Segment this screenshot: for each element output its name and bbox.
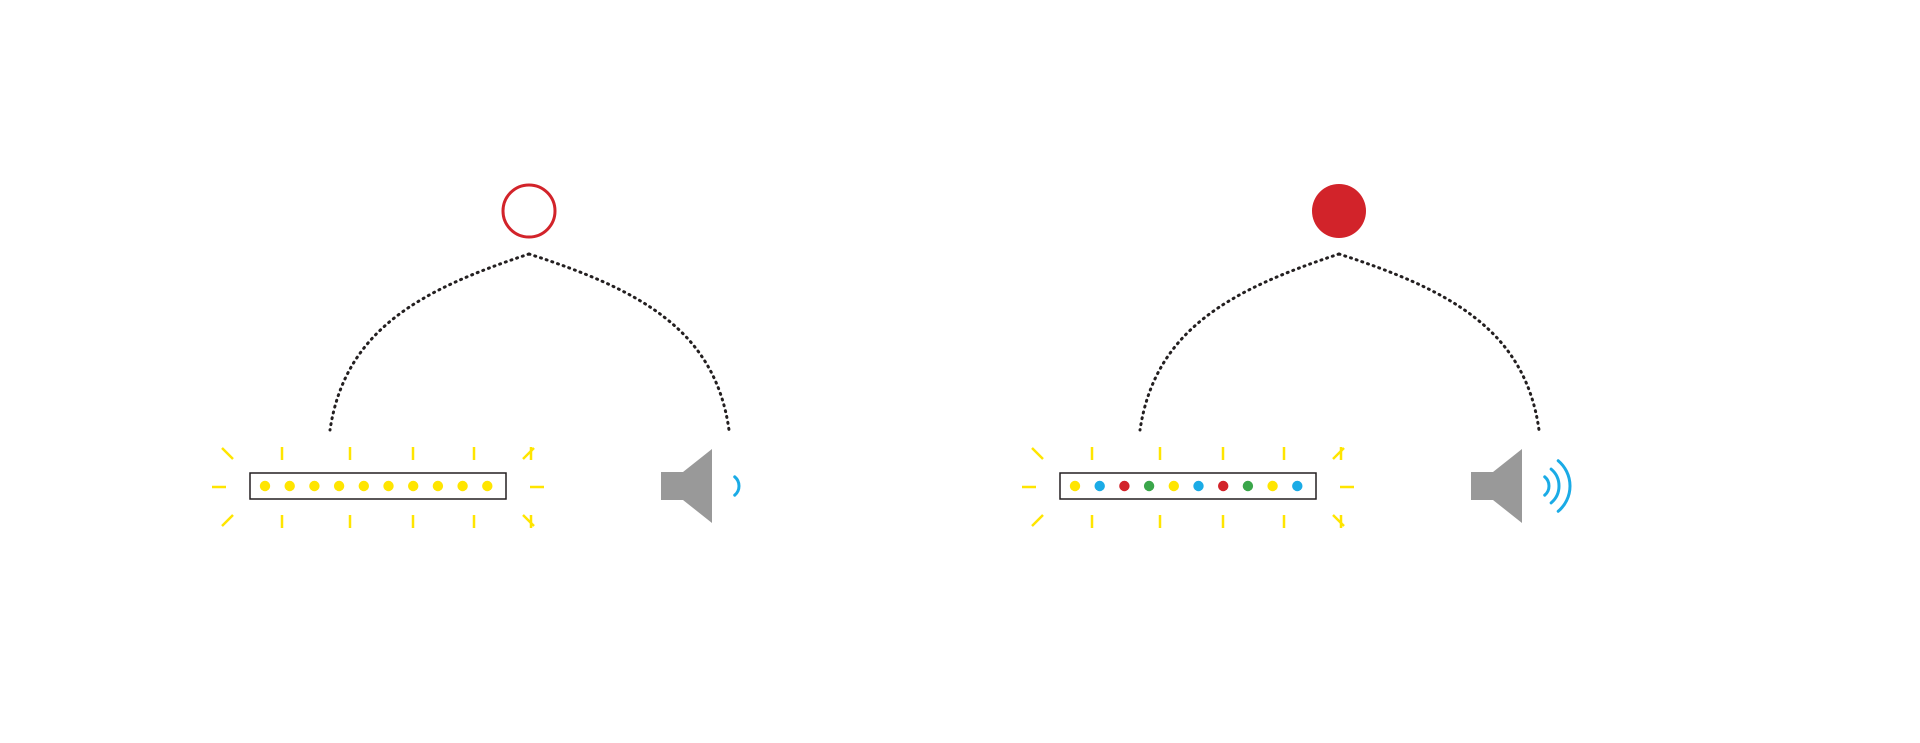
panel-off — [212, 183, 741, 528]
led-yellow — [482, 480, 493, 492]
glow-ray — [522, 447, 535, 460]
led-blue — [1094, 480, 1105, 492]
glow-ray — [1031, 514, 1044, 527]
glow-ray — [1332, 514, 1345, 527]
led-yellow — [284, 480, 295, 492]
led-red — [1218, 480, 1229, 492]
speaker-icon — [661, 449, 712, 523]
led-yellow — [333, 480, 345, 492]
connector-to-light-bar — [328, 252, 531, 432]
led-yellow — [358, 480, 369, 492]
led-blue — [1193, 480, 1204, 492]
led-yellow — [1168, 480, 1179, 492]
led-green — [1143, 480, 1155, 492]
connector-to-speaker — [527, 252, 731, 432]
led-yellow — [259, 480, 271, 492]
sound-wave-icon — [733, 475, 741, 497]
glow-ray — [522, 514, 535, 527]
sound-wave-icon — [1556, 459, 1572, 513]
sound-wave-icon — [1543, 475, 1551, 497]
led-yellow — [408, 480, 419, 492]
glow-ray — [221, 514, 234, 527]
led-red — [1119, 480, 1130, 492]
speaker-icon — [1471, 449, 1522, 523]
led-green — [1242, 480, 1254, 492]
led-yellow — [383, 480, 394, 492]
button-circle-filled-icon[interactable] — [1312, 184, 1366, 238]
led-yellow — [432, 480, 444, 492]
glow-ray — [221, 447, 234, 460]
connector-to-speaker — [1337, 252, 1541, 432]
panel-on — [1022, 184, 1572, 528]
light-bar-glow — [212, 447, 544, 528]
light-bar-glow — [1022, 447, 1354, 528]
led-yellow — [457, 480, 468, 492]
led-blue — [1292, 480, 1303, 492]
led-yellow — [309, 480, 320, 492]
sound-wave-icon — [1549, 467, 1561, 505]
glow-ray — [1332, 447, 1345, 460]
led-yellow — [1069, 480, 1081, 492]
connector-to-light-bar — [1138, 252, 1341, 432]
glow-ray — [1031, 447, 1044, 460]
button-circle-outline-icon[interactable] — [501, 183, 557, 239]
led-yellow — [1267, 480, 1278, 492]
